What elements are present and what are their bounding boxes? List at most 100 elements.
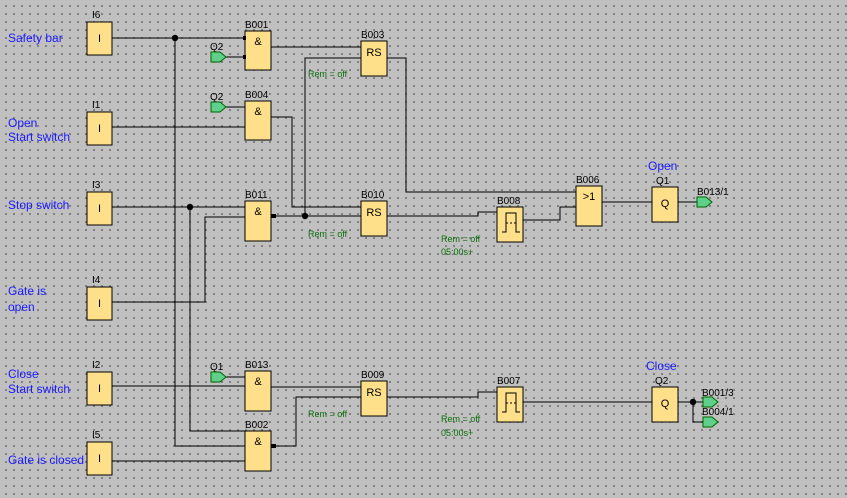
output-q2[interactable]: Close Q2 Q (646, 359, 679, 423)
flag-ref-q1[interactable]: B013/1 (696, 187, 729, 208)
wire-i3-b002 (189, 207, 245, 432)
output-block[interactable] (651, 386, 679, 423)
block-symbol: & (254, 106, 262, 118)
input-id: I5 (92, 430, 101, 441)
input-i5[interactable]: I5 I Gate is closed (8, 430, 113, 476)
pin-marker (243, 55, 246, 59)
input-symbol: I (98, 123, 101, 135)
block-body[interactable] (244, 100, 272, 141)
and-block-b004[interactable]: B004 & (244, 90, 272, 141)
input-symbol: I (98, 383, 101, 395)
wire-b010-b008 (387, 211, 497, 217)
input-desc: Gate is closed (8, 453, 84, 467)
block-param: Rem = off (441, 234, 481, 244)
connector-flag-icon[interactable] (696, 196, 713, 208)
flag-q1-b013[interactable]: Q1 (210, 362, 227, 383)
pulse-icon (502, 212, 520, 233)
connector-flag-icon[interactable] (210, 101, 227, 113)
input-desc: Start switch (8, 130, 70, 144)
input-desc: Open (8, 116, 37, 130)
wire-b008-b006 (523, 206, 576, 221)
block-symbol: & (254, 36, 262, 48)
flag-q2-b004[interactable]: Q2 (210, 92, 227, 113)
rs-block-b010[interactable]: B010 RS Rem = off (308, 190, 388, 239)
junction-dot (171, 34, 179, 42)
block-body[interactable] (496, 386, 524, 423)
input-desc: Start switch (8, 382, 70, 396)
input-i6[interactable]: I6 I Safety bar (8, 10, 113, 56)
block-id: B004 (245, 90, 269, 101)
block-symbol: & (254, 376, 262, 388)
block-body[interactable] (244, 370, 272, 412)
output-id: Q2 (655, 376, 669, 387)
input-symbol: I (98, 453, 101, 465)
wire-q2-ref2 (692, 402, 703, 423)
connector-flag-icon[interactable] (702, 396, 719, 408)
block-time: 05:00s+ (441, 247, 473, 257)
block-body[interactable] (244, 430, 272, 472)
and-block-b002[interactable]: B002 & (244, 420, 276, 472)
input-block[interactable] (86, 441, 113, 476)
block-symbol: & (254, 436, 262, 448)
connector-flag-icon[interactable] (702, 416, 719, 428)
block-body[interactable] (496, 206, 524, 243)
input-id: I6 (92, 10, 101, 21)
junction-dot (186, 203, 194, 211)
and-block-b001[interactable]: B001 & (243, 20, 272, 71)
wire-b004-b010 (271, 116, 361, 208)
block-param: Rem = off (308, 69, 348, 79)
input-block[interactable] (86, 191, 113, 226)
block-body[interactable] (360, 40, 388, 77)
junction-dot (301, 212, 309, 220)
rs-block-b009[interactable]: B009 RS Rem = off (308, 370, 388, 419)
wire-i6-b002 (174, 38, 245, 447)
block-body[interactable] (360, 380, 388, 417)
block-body[interactable] (244, 200, 272, 242)
input-symbol: I (98, 33, 101, 45)
input-block[interactable] (86, 286, 113, 321)
flag-label: B001/3 (702, 388, 734, 399)
block-id: B010 (361, 190, 385, 201)
input-i4[interactable]: I4 I Gate is open (8, 275, 113, 321)
or-block-b006[interactable]: B006 >1 (575, 175, 603, 227)
wire-b003-b006 (387, 57, 576, 193)
block-id: B009 (361, 370, 385, 381)
output-block[interactable] (651, 186, 679, 223)
and-block-b013[interactable]: B013 & (244, 360, 272, 412)
block-time: 05:00s+ (441, 428, 473, 438)
input-i2[interactable]: I2 I Close Start switch (8, 360, 113, 406)
and-block-b011[interactable]: B011 & (244, 190, 276, 242)
wire-b003-reset (304, 57, 361, 216)
input-i3[interactable]: I3 I Stop switch (8, 180, 113, 226)
input-desc: open (8, 300, 35, 314)
rs-block-b003[interactable]: B003 RS Rem = off (308, 30, 388, 79)
block-body[interactable] (575, 185, 603, 227)
block-id: B007 (497, 376, 521, 387)
input-symbol: I (98, 203, 101, 215)
flag-q2-b001[interactable]: Q2 (210, 42, 227, 63)
output-q1[interactable]: Open Q1 Q (648, 159, 679, 223)
junction-dot (689, 398, 697, 406)
wire-b002-b009 (271, 396, 361, 447)
input-i1[interactable]: I1 I Open Start switch (8, 100, 113, 146)
input-block[interactable] (86, 371, 113, 406)
input-block[interactable] (86, 111, 113, 146)
block-body[interactable] (244, 30, 272, 71)
connector-flag-icon[interactable] (210, 371, 227, 383)
output-desc: Open (648, 159, 677, 173)
block-body[interactable] (360, 200, 388, 237)
block-id: B011 (245, 190, 268, 201)
connector-flag-icon[interactable] (210, 51, 227, 63)
block-symbol: RS (366, 387, 381, 399)
flag-ref-q2-b[interactable]: B004/1 (702, 407, 734, 428)
block-id: B003 (361, 30, 385, 41)
output-symbol: Q (661, 398, 670, 410)
output-id: Q1 (656, 176, 670, 187)
flag-ref-q2-a[interactable]: B001/3 (702, 388, 734, 408)
timer-block-b007[interactable]: B007 Rem = off 05:00s+ (441, 376, 524, 438)
timer-block-b008[interactable]: B008 Rem = off 05:00s+ (441, 196, 524, 257)
input-id: I2 (92, 360, 101, 371)
block-param: Rem = off (308, 229, 348, 239)
input-block[interactable] (86, 21, 113, 56)
input-desc: Stop switch (8, 198, 69, 212)
